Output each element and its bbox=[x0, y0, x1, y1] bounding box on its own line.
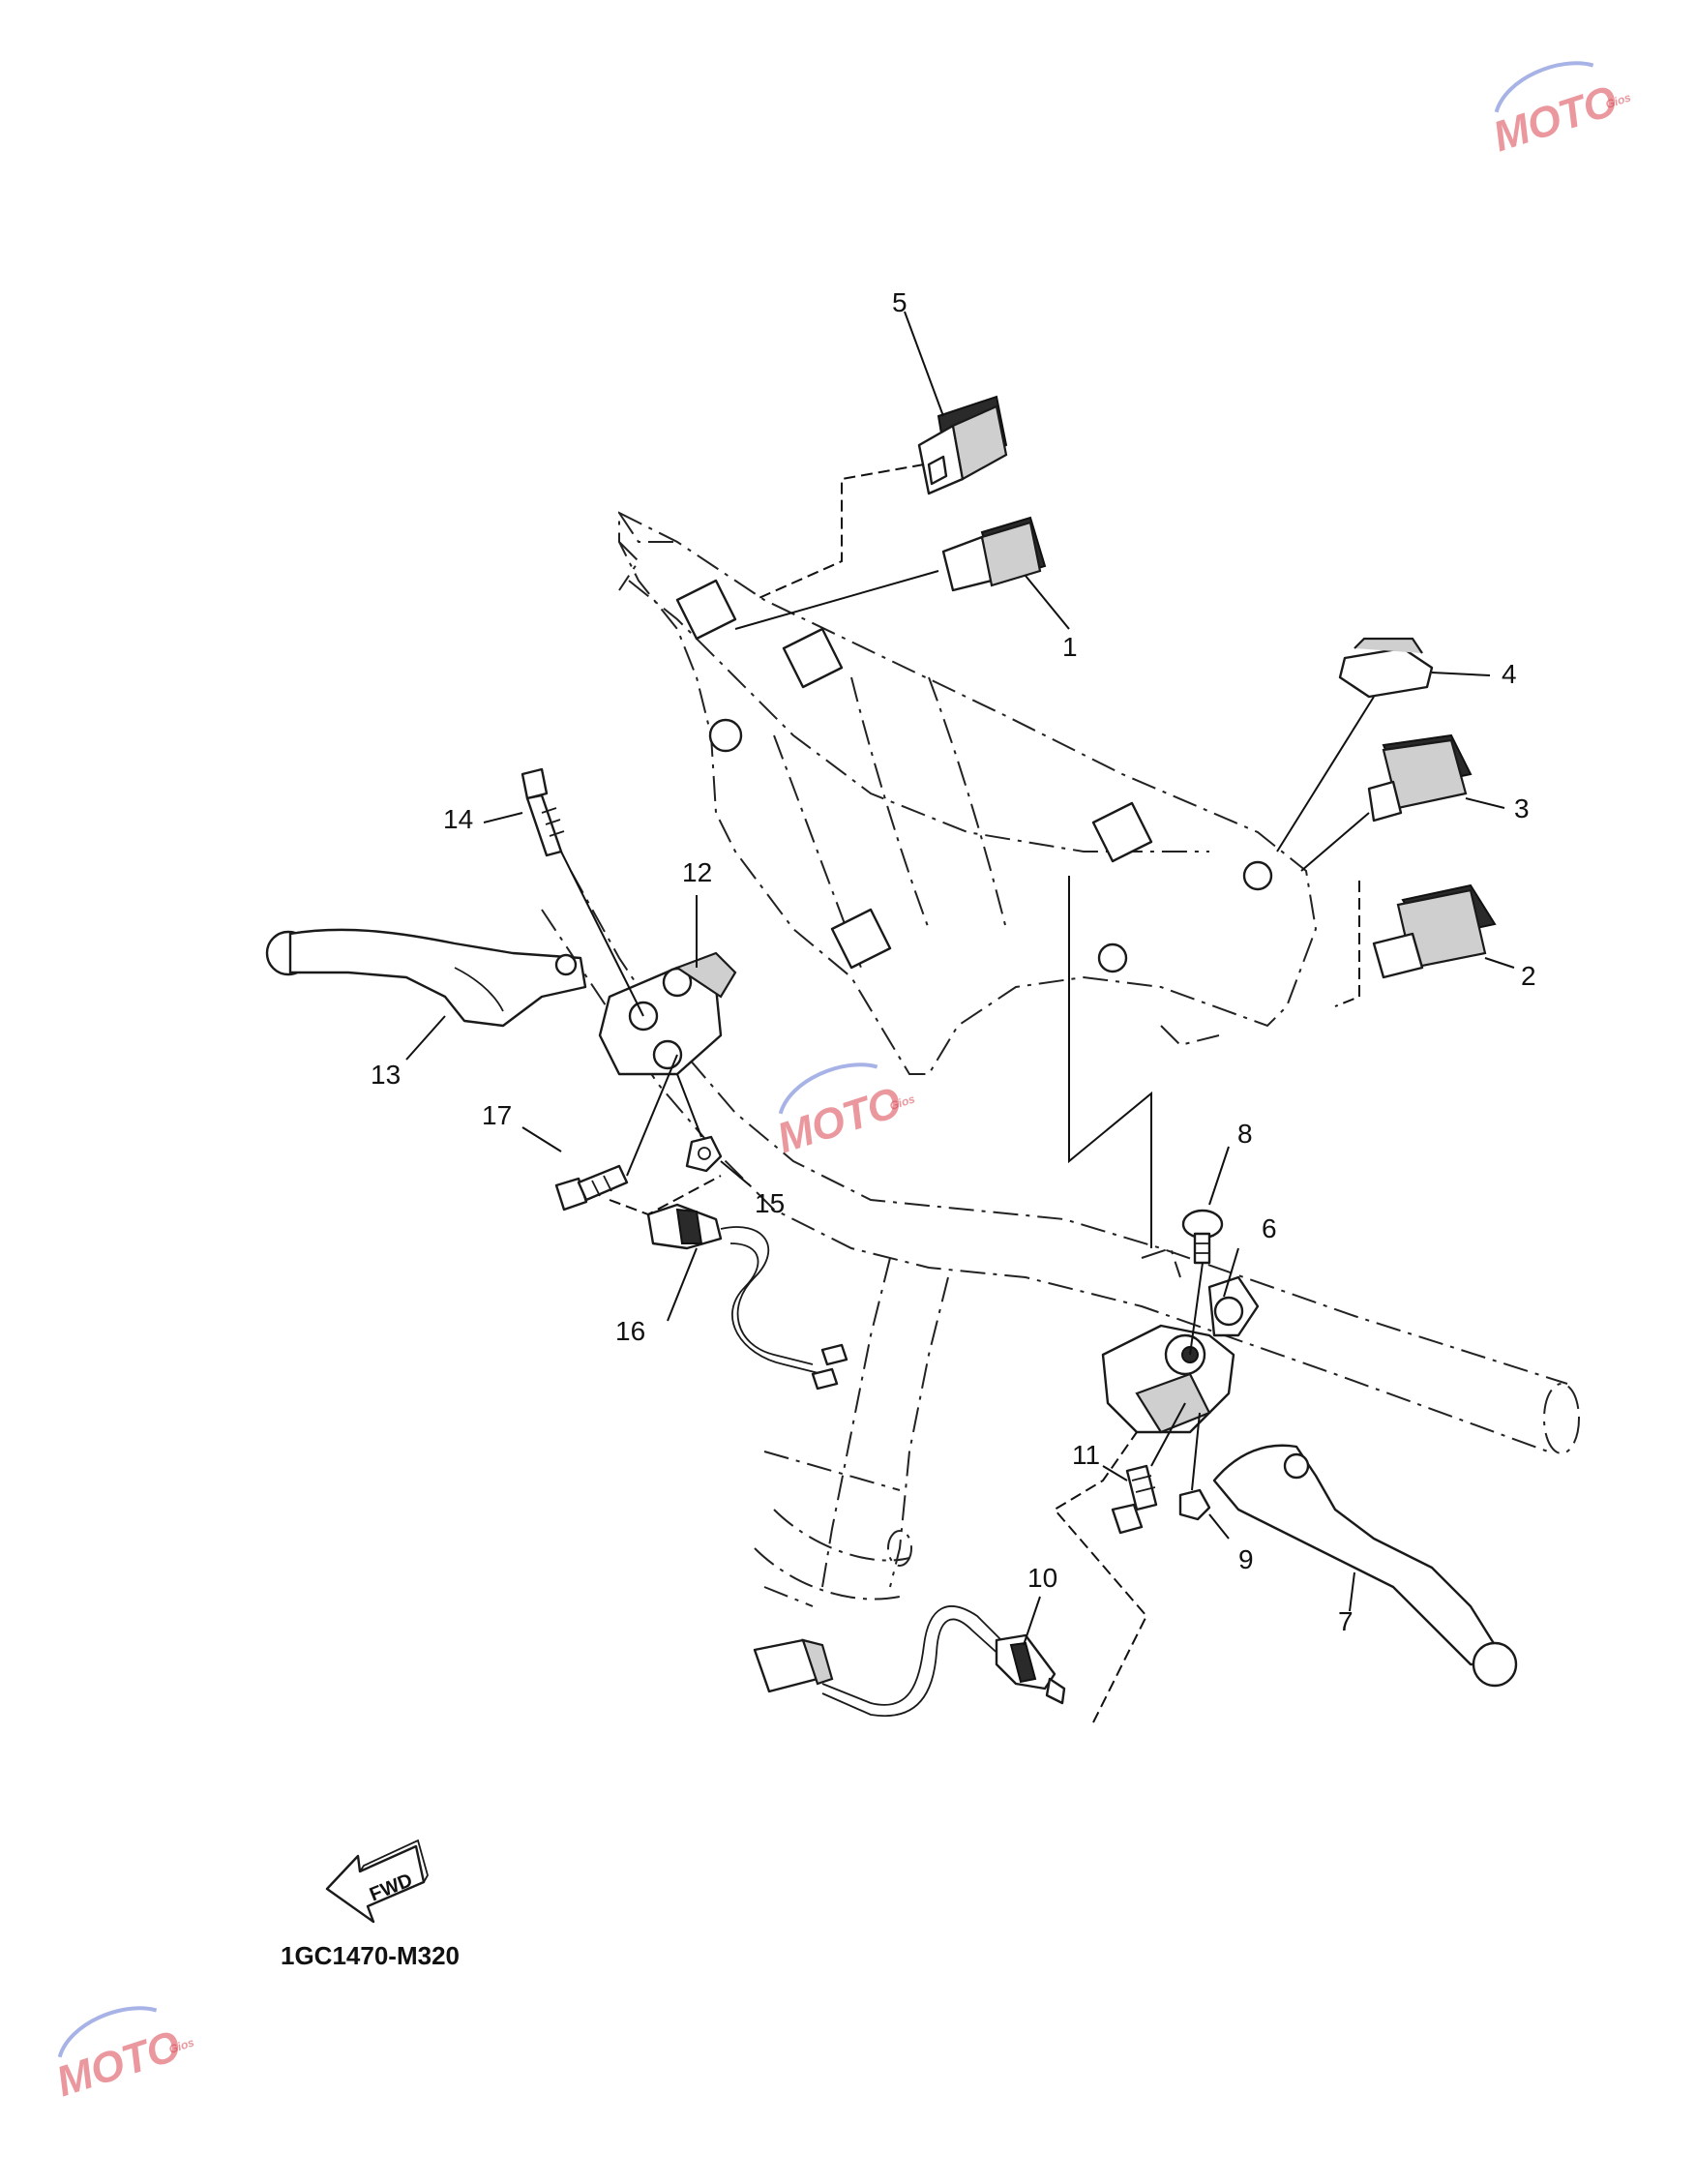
callout-17: 17 bbox=[482, 1100, 512, 1130]
switch-part-16 bbox=[609, 1175, 848, 1391]
callout-14: 14 bbox=[443, 804, 473, 834]
handlebar-housing bbox=[618, 511, 1318, 1075]
callout-6: 6 bbox=[1262, 1213, 1277, 1243]
callout-15: 15 bbox=[755, 1188, 785, 1218]
callout-16: 16 bbox=[615, 1316, 645, 1346]
lever-holder-6 bbox=[1101, 1247, 1260, 1434]
bolt-11 bbox=[1102, 1402, 1186, 1535]
callout-11: 11 bbox=[1072, 1440, 1100, 1470]
diagram-code: 1GC1470-M320 bbox=[281, 1941, 460, 1970]
watermark-logo-center: MOTO Gios bbox=[771, 1062, 917, 1162]
callout-3: 3 bbox=[1514, 793, 1530, 823]
callout-4: 4 bbox=[1502, 659, 1517, 689]
callout-12: 12 bbox=[682, 857, 712, 887]
switch-part-5 bbox=[754, 311, 1008, 601]
callout-9: 9 bbox=[1238, 1544, 1254, 1574]
watermark-logo-top: MOTO Gios bbox=[1487, 61, 1633, 161]
left-lever-13 bbox=[265, 928, 587, 1061]
bolt-8 bbox=[1181, 1146, 1230, 1356]
right-lever-7 bbox=[1212, 1444, 1518, 1688]
callout-7: 7 bbox=[1338, 1606, 1354, 1636]
callout-labels: 5 1 4 3 2 14 12 13 17 15 16 8 6 11 9 10 … bbox=[371, 287, 1536, 1636]
switch-part-4 bbox=[1276, 637, 1491, 853]
lever-holder-12 bbox=[598, 895, 737, 1076]
callout-13: 13 bbox=[371, 1060, 401, 1090]
nut-9 bbox=[1178, 1412, 1230, 1540]
callout-2: 2 bbox=[1521, 961, 1536, 991]
callout-1: 1 bbox=[1062, 632, 1078, 662]
callout-5: 5 bbox=[892, 287, 908, 317]
watermark-logo-bottom: MOTO Gios bbox=[50, 2006, 196, 2106]
switch-part-2 bbox=[1334, 881, 1515, 1007]
switch-part-3 bbox=[1300, 733, 1505, 872]
fwd-arrow-icon: FWD bbox=[325, 1839, 429, 1924]
bolt-17 bbox=[521, 1054, 678, 1212]
bolt-14 bbox=[483, 767, 644, 1017]
svg-text:MOTO: MOTO bbox=[771, 1078, 907, 1162]
svg-text:MOTO: MOTO bbox=[50, 2021, 186, 2106]
leader-housing-to-6 bbox=[1068, 876, 1152, 1248]
callout-8: 8 bbox=[1237, 1119, 1253, 1149]
svg-text:MOTO: MOTO bbox=[1487, 76, 1622, 161]
switch-part-10 bbox=[753, 1431, 1148, 1723]
nut-15 bbox=[676, 1073, 751, 1186]
switch-part-1 bbox=[734, 516, 1070, 630]
callout-10: 10 bbox=[1027, 1563, 1057, 1593]
